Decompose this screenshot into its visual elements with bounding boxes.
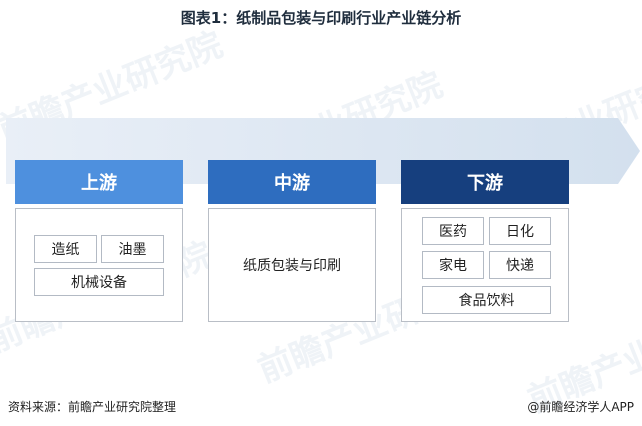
downstream-item-label: 食品饮料 [458,293,515,309]
midstream-item-label: 纸质包装与印刷 [243,258,341,274]
downstream-item: 食品饮料 [422,286,551,314]
downstream-item: 快递 [489,251,551,279]
source-note: 资料来源：前瞻产业研究院整理 [8,400,177,414]
downstream-item-label: 家电 [439,258,467,274]
upstream-item: 机械设备 [34,268,164,296]
upstream-header: 上游 [15,160,183,204]
downstream-item: 医药 [422,217,484,245]
downstream-item-label: 日化 [506,224,534,240]
downstream-box: 医药 日化 家电 快递 食品饮料 [401,208,569,322]
midstream-box: 纸质包装与印刷 [208,208,376,322]
midstream-label: 中游 [274,173,310,194]
upstream-box: 造纸 油墨 机械设备 [15,208,183,322]
downstream-item: 家电 [422,251,484,279]
midstream-item: 纸质包装与印刷 [209,209,375,321]
brand-credit: @前瞻经济学人APP [527,400,634,414]
chart-title: 图表1：纸制品包装与印刷行业产业链分析 [180,9,462,27]
downstream-item: 日化 [489,217,551,245]
downstream-header: 下游 [401,160,569,204]
upstream-item: 油墨 [101,235,164,263]
downstream-item-label: 快递 [506,258,534,274]
upstream-item-label: 油墨 [118,242,147,258]
downstream-label: 下游 [467,173,503,194]
upstream-label: 上游 [81,173,117,194]
upstream-item-label: 机械设备 [71,275,127,291]
upstream-item-label: 造纸 [51,242,80,258]
upstream-item: 造纸 [34,235,97,263]
midstream-header: 中游 [208,160,376,204]
downstream-item-label: 医药 [439,224,467,240]
